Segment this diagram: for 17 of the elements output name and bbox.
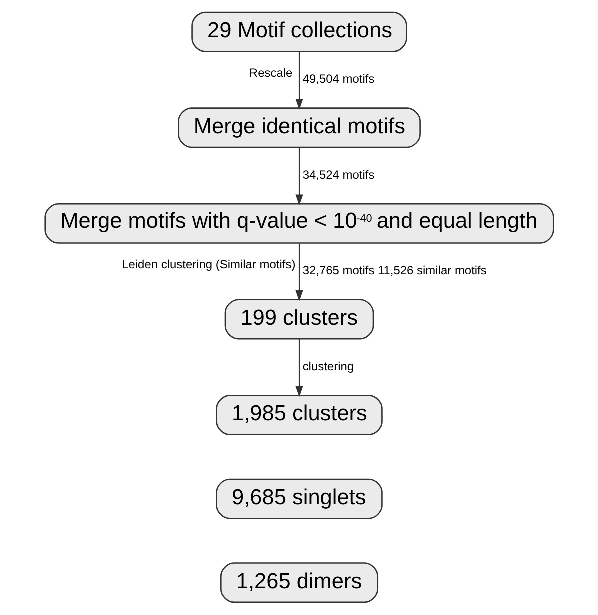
node-box: 199 clusters <box>224 299 374 340</box>
arrow <box>295 148 303 206</box>
node-box: Merge motifs with q-value < 10$^{-40}$ and equal length <box>44 203 554 244</box>
arrow <box>295 340 303 398</box>
arrow <box>295 52 303 110</box>
edge-label: 32,765 motifs 11,526 similar motifs <box>302 264 486 278</box>
label: Leiden clustering (Similar motifs) <box>122 258 296 272</box>
edge-label: clustering <box>302 359 354 374</box>
label: Rescale <box>248 66 292 80</box>
node-box: Merge identical motifs <box>178 108 420 148</box>
node-box: 29 Motif collections <box>191 12 407 52</box>
arrow <box>295 244 303 302</box>
node-box: 9,685 singlets <box>216 478 382 520</box>
node-box: 1,985 clusters <box>216 395 382 436</box>
edge-label: 49,504 motifs <box>302 72 374 86</box>
edge-label: 34,524 motifs <box>302 168 374 182</box>
node-box: 1,265 dimers <box>220 562 378 604</box>
